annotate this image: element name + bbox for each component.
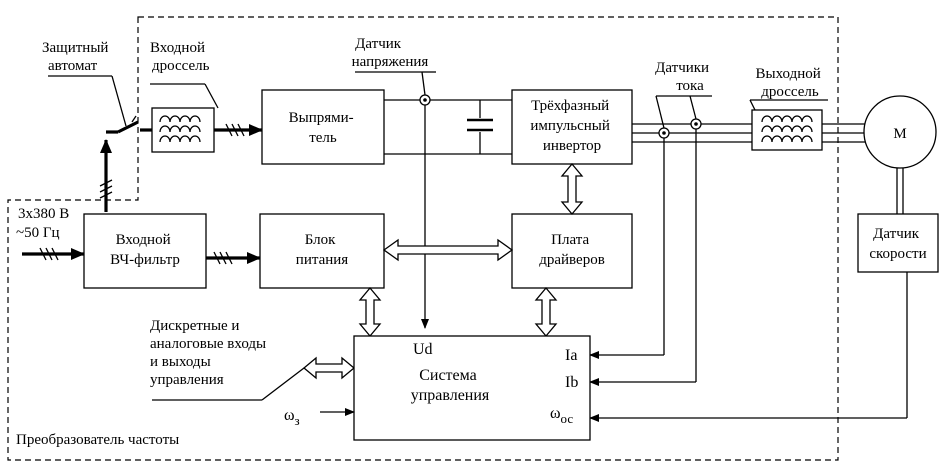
rectifier-block bbox=[261, 89, 385, 165]
control-system-label: Система управления bbox=[411, 367, 490, 404]
voltage-sensor-label: Датчик напряжения bbox=[352, 36, 429, 70]
input-choke bbox=[151, 107, 215, 153]
power-supply-block bbox=[259, 213, 385, 289]
driver-control-bus-arrow bbox=[534, 286, 558, 338]
filter-to-psu-arrow bbox=[206, 251, 261, 265]
speed-sensor-block bbox=[857, 213, 939, 273]
io-control-bus-arrow bbox=[302, 356, 356, 380]
output-choke-label: Выходной дроссель bbox=[755, 66, 824, 100]
omega-ref-label: ωз bbox=[284, 407, 300, 428]
converter-name-label: Преобразователь частоты bbox=[16, 432, 179, 448]
port-ia: Ia bbox=[565, 347, 577, 364]
output-choke bbox=[749, 99, 828, 151]
psu-driver-bus-arrow bbox=[382, 238, 514, 262]
input-choke-label: Входной дроссель bbox=[150, 40, 210, 74]
current-sensors-label: Датчики тока bbox=[655, 60, 713, 94]
motor: М bbox=[863, 95, 937, 214]
choke-to-rectifier-arrow bbox=[214, 123, 263, 137]
breaker-label: Защитный автомат bbox=[42, 40, 112, 74]
control-system-block bbox=[353, 335, 591, 441]
supply-label: 3x380 В ~50 Гц bbox=[16, 206, 73, 241]
breaker-symbol bbox=[99, 115, 139, 212]
hf-filter-block bbox=[83, 213, 207, 289]
inverter-block bbox=[511, 89, 633, 165]
motor-label: М bbox=[893, 126, 906, 142]
psu-control-bus-arrow bbox=[358, 286, 382, 338]
inverter-driver-bus-arrow bbox=[560, 162, 584, 216]
discrete-io-label: Дискретные и аналоговые входы и выходы у… bbox=[150, 318, 270, 388]
rectifier-label: Выпрями- тель bbox=[289, 110, 358, 146]
driver-board-block bbox=[511, 213, 633, 289]
supply-input-arrow bbox=[22, 247, 85, 261]
port-omega-oc: ωос bbox=[550, 405, 573, 426]
port-ib: Ib bbox=[565, 374, 578, 391]
power-supply-label: Блок питания bbox=[296, 232, 349, 268]
inverter-label: Трёхфазный импульсный инвертор bbox=[530, 98, 613, 154]
speed-sensor-label: Датчик скорости bbox=[869, 226, 926, 262]
voltage-sensor bbox=[355, 71, 436, 329]
dc-link bbox=[384, 99, 512, 155]
output-phases bbox=[632, 123, 865, 143]
driver-board-label: Плата драйверов bbox=[539, 232, 605, 268]
hf-filter-label: Входной ВЧ-фильтр bbox=[110, 232, 180, 268]
current-sensors bbox=[589, 95, 712, 386]
converter-boundary bbox=[7, 16, 839, 461]
port-ud: Ud bbox=[413, 341, 433, 358]
